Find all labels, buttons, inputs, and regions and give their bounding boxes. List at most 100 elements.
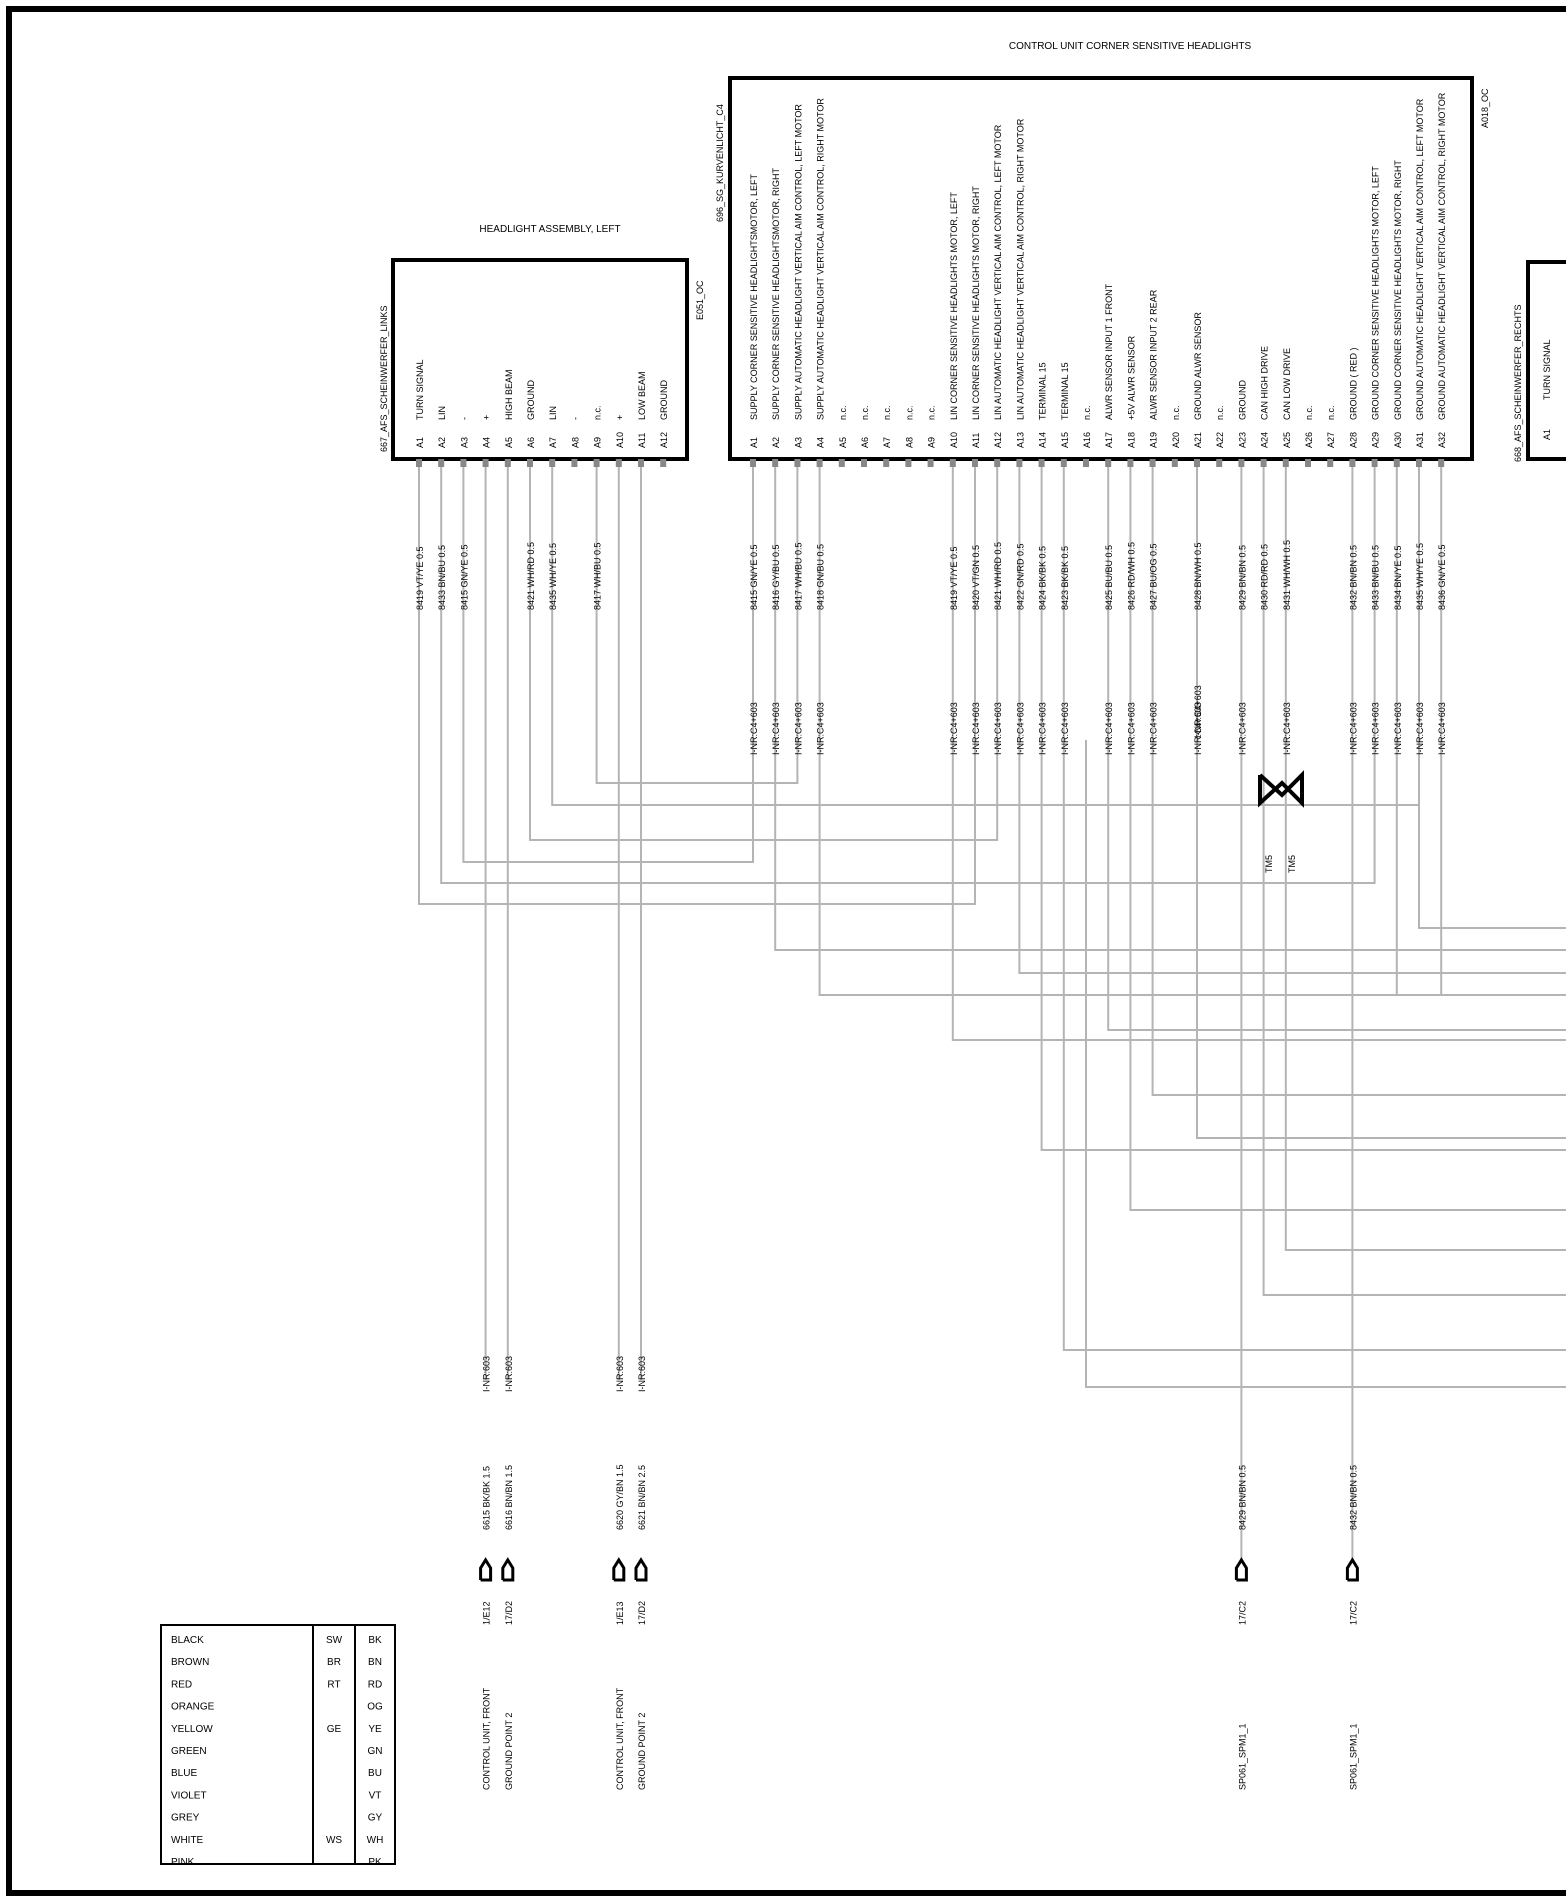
ground-ref-label: 1/E13 <box>615 1601 625 1625</box>
hl-pin-label: LIN <box>548 406 558 420</box>
cu-pin-label: GROUND ( RED ) <box>1348 348 1358 421</box>
cu-pin-number: A27 <box>1326 432 1336 448</box>
cu-pin-label: LIN AUTOMATIC HEADLIGHT VERTICAL AIM CON… <box>993 124 1003 420</box>
cu-connector-label: I-NR:C4+603 <box>1038 702 1048 755</box>
wire-to-right-headlight <box>1395 740 1566 996</box>
twisted-pair-shape <box>1258 770 1304 808</box>
hl-wire-label: 8415 GN/YE 0.5 <box>459 544 469 610</box>
legend-color-name: VIOLET <box>171 1790 207 1801</box>
cu-pin-terminal <box>1327 459 1334 467</box>
ground-terminal-icon <box>1345 1557 1359 1582</box>
cu-pin-label: n.c. <box>860 405 870 420</box>
hl-pin-terminal <box>638 459 644 467</box>
cu-wire-label: 8434 BN/YE 0.5 <box>1393 545 1403 610</box>
ground-wire-label: 6615 BK/BK 1.5 <box>482 1466 492 1530</box>
hl-pin-terminal <box>571 459 578 467</box>
cu-pin-terminal <box>1127 459 1134 467</box>
cu-pin-label: GROUND AUTOMATIC HEADLIGHT VERTICAL AIM … <box>1415 98 1425 420</box>
ground-destination-label: GROUND POINT 2 <box>637 1713 647 1790</box>
cu-connector-label: I-NR:C4+603 <box>993 702 1003 755</box>
cu-pin-number: A6 <box>860 437 870 448</box>
cu-wire-label: 8426 RD/WH 0.5 <box>1126 542 1136 610</box>
wire-to-right-headlight <box>951 740 1566 1041</box>
cu-pin-terminal <box>1393 459 1400 467</box>
cu-pin-label: +5V ALWR SENSOR <box>1126 335 1136 420</box>
cu-pin-number: A4 <box>816 437 826 448</box>
hl-pin-label: - <box>459 417 469 420</box>
cu-pin-number: A1 <box>749 437 759 448</box>
legend-english-code: BK <box>368 1635 382 1646</box>
cu-pin-terminal <box>838 459 845 467</box>
wire-turn-signal-left <box>418 467 976 905</box>
legend-german-code: SW <box>326 1635 343 1646</box>
left-headlight-box <box>391 258 689 461</box>
cu-wire-label: 8432 BN/BN 0.5 <box>1348 545 1358 610</box>
cu-connector-label: I-NR:C4+603 <box>1371 702 1381 755</box>
control-unit-ref: A018_OC <box>1480 88 1490 128</box>
legend-color-name: BROWN <box>171 1657 209 1668</box>
cu-connector-label: I-NR:C4+603 <box>1237 702 1247 755</box>
cu-connector-label: I-NR:C4+603 <box>1060 702 1070 755</box>
cu-pin-terminal <box>1083 459 1089 467</box>
ground-ref-label: 17/D2 <box>637 1601 647 1625</box>
hl-pin-number: A2 <box>437 437 447 448</box>
cu-connector-label: I-NR:C4+603 <box>1149 702 1159 755</box>
cu-wire-label: 8425 BU/BU 0.5 <box>1104 545 1114 610</box>
legend-english-code: VT <box>369 1790 382 1801</box>
cu-wire-label: 8431 WH/WH 0.5 <box>1282 540 1292 610</box>
legend-color-name: YELLOW <box>171 1724 213 1735</box>
hl-pin-number: A3 <box>459 437 469 448</box>
cu-wire-label: 8421 WH/RD 0.5 <box>993 542 1003 610</box>
wire-supply-left <box>462 467 754 863</box>
cu-pin-terminal <box>1060 459 1067 467</box>
cu-pin-label: n.c. <box>927 405 937 420</box>
hl-pin-label: GROUND <box>659 380 669 420</box>
hl-pin-terminal <box>504 459 511 467</box>
cu-connector-label: I-NR:C4+603 <box>1104 702 1114 755</box>
left-headlight-title: HEADLIGHT ASSEMBLY, LEFT <box>479 224 620 235</box>
cu-pin-number: A25 <box>1282 432 1292 448</box>
cu-wire-label: 8429 BN/BN 0.5 <box>1237 545 1247 610</box>
cu-pin-terminal <box>1371 459 1378 467</box>
cu-connector-label: I-NR:C4+603 <box>771 702 781 755</box>
cu-wire-label: 8422 GN/RD 0.5 <box>1015 543 1025 610</box>
legend-german-code: WS <box>326 1835 342 1846</box>
cu-pin-number: A7 <box>882 437 892 448</box>
wire-to-right-headlight <box>1151 740 1566 1096</box>
cu-pin-terminal <box>1416 459 1422 467</box>
cu-pin-number: A31 <box>1415 432 1425 448</box>
ground-connector-label: I-NR:603 <box>615 1356 625 1392</box>
ground-ref-label: 17/C2 <box>1237 1601 1247 1625</box>
cu-pin-number: A23 <box>1237 432 1247 448</box>
legend-english-code: BU <box>368 1768 382 1779</box>
cu-pin-label: LIN CORNER SENSITIVE HEADLIGHTS MOTOR, L… <box>949 192 959 420</box>
cu-pin-label: GROUND AUTOMATIC HEADLIGHT VERTICAL AIM … <box>1437 92 1447 420</box>
cu-pin-number: A28 <box>1348 432 1358 448</box>
right-headlight-box <box>1526 260 1566 461</box>
cu-pin-number: A2 <box>771 437 781 448</box>
legend-color-name: RED <box>171 1679 192 1690</box>
cu-wire-label: 8435 WH/YE 0.5 <box>1415 543 1425 610</box>
ground-destination-label: GROUND POINT 2 <box>504 1713 514 1790</box>
cu-pin-label: GROUND <box>1237 380 1247 420</box>
legend-color-name: BLUE <box>171 1768 197 1779</box>
cu-wire-label: 8433 BN/BU 0.5 <box>1371 545 1381 610</box>
cu-pin-number: A11 <box>971 433 981 448</box>
hl-pin-number: A6 <box>526 437 536 448</box>
hl-pin-label: TURN SIGNAL <box>415 359 425 420</box>
control-unit-title: CONTROL UNIT CORNER SENSITIVE HEADLIGHTS <box>1009 41 1252 52</box>
cu-pin-label: ALWR SENSOR INPUT 2 REAR <box>1149 289 1159 420</box>
cu-wire-label: 8428 BN/WH 0.5 <box>1193 542 1203 610</box>
cu-connector-label: I-NR:C4+603 <box>1015 702 1025 755</box>
wire-layer <box>418 467 1566 1560</box>
cu-pin-label: TERMINAL 15 <box>1038 362 1048 420</box>
cu-pin-number: A32 <box>1437 432 1447 448</box>
cu-pin-terminal <box>1305 459 1311 467</box>
cu-pin-number: A8 <box>904 437 914 448</box>
ground-connector-label: I-NR:603 <box>504 1356 514 1392</box>
cu-wire-label: 8423 BK/BK 0.5 <box>1060 546 1070 610</box>
hl-pin-number: A7 <box>548 437 558 448</box>
hl-pin-terminal <box>615 459 622 467</box>
legend-german-code: RT <box>327 1679 340 1690</box>
legend-english-code: BN <box>368 1657 382 1668</box>
